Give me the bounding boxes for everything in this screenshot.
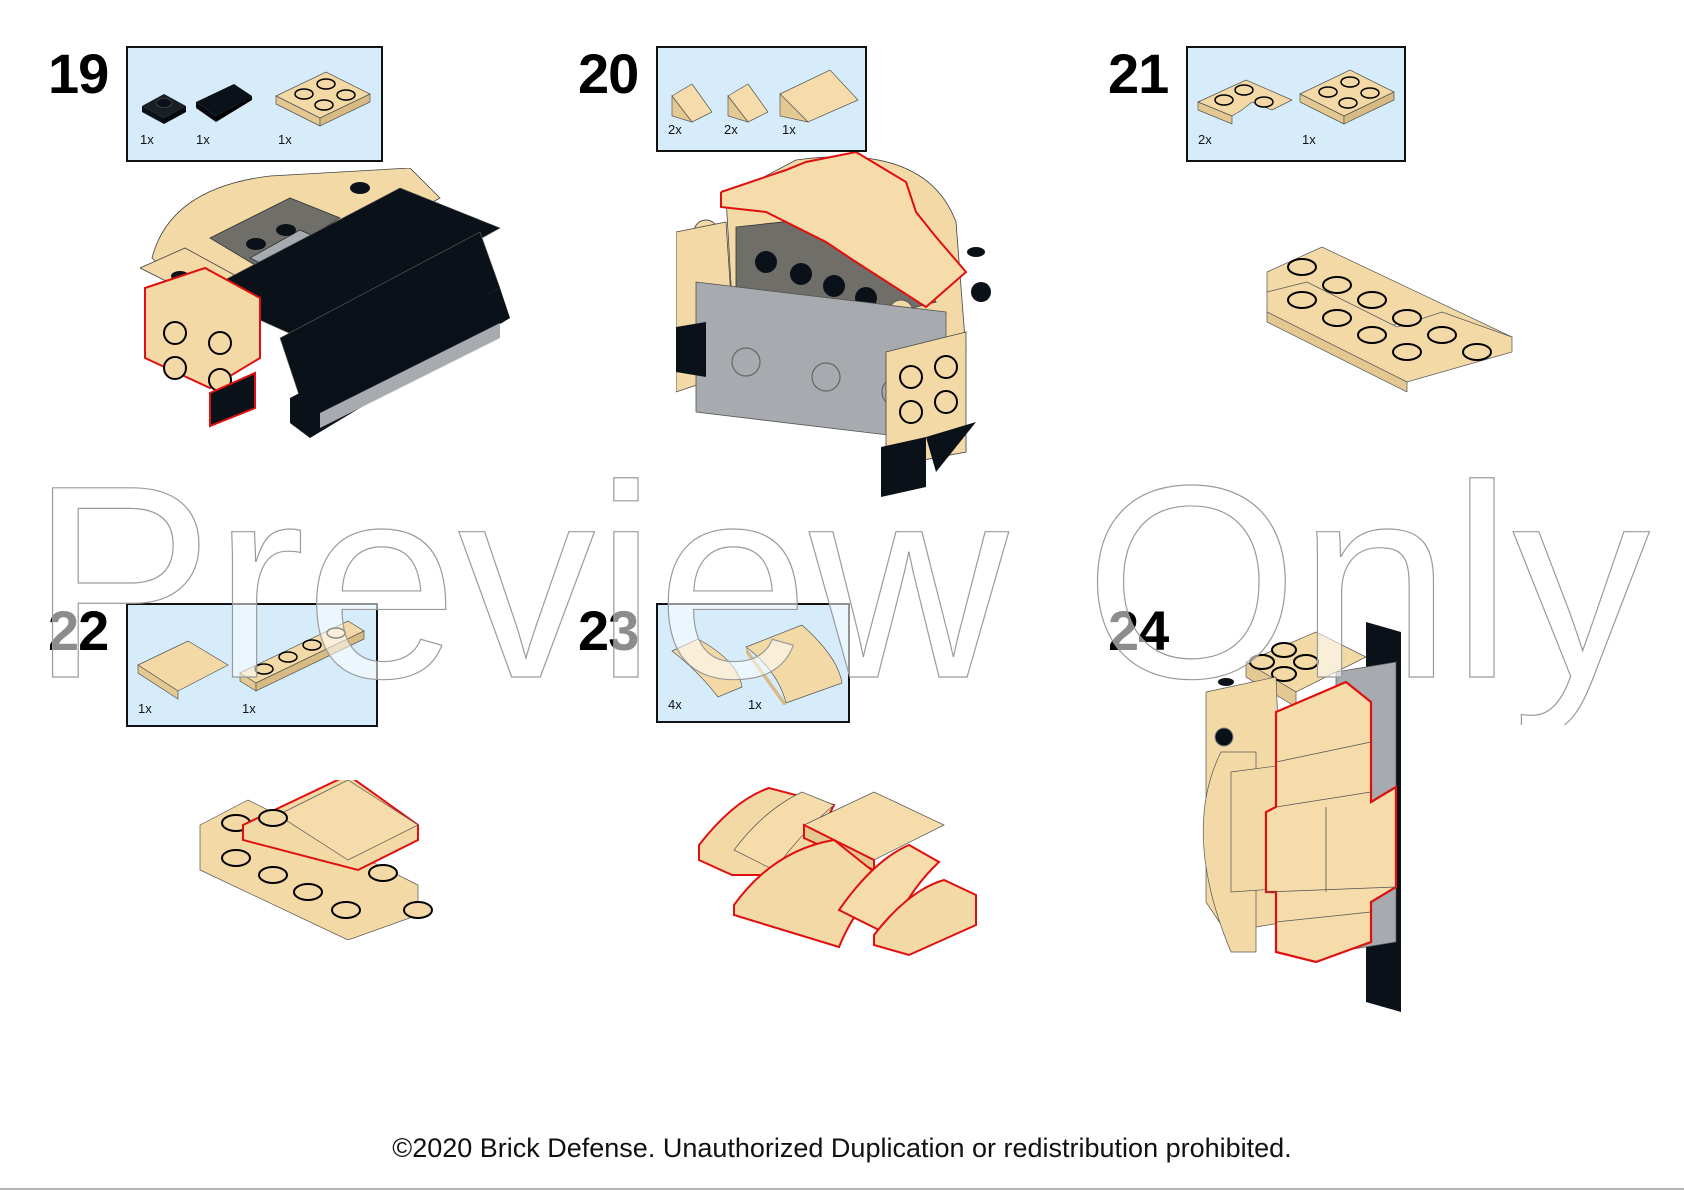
bottom-divider <box>0 1188 1684 1190</box>
parts-callout: 4x 1x <box>656 603 850 723</box>
part-qty: 2x <box>668 122 682 137</box>
parts-callout: 1x 1x <box>126 603 378 727</box>
step-number: 20 <box>578 42 639 105</box>
tan-curved-slope-icon <box>671 638 743 698</box>
step-number: 23 <box>578 599 639 662</box>
part-qty: 4x <box>668 697 682 712</box>
tan-1x1-slope-icon <box>671 83 713 123</box>
tan-2x2-tile-icon <box>137 640 229 700</box>
step-23-assembly-illustration <box>698 786 977 957</box>
tan-1x4-plate-icon <box>239 620 365 692</box>
tan-2x2-curved-slope-icon <box>745 624 843 705</box>
step-number: 24 <box>1108 599 1169 662</box>
part-qty: 1x <box>138 701 152 716</box>
step-number: 22 <box>48 599 109 662</box>
tan-corner-plate-icon <box>1197 79 1293 125</box>
part-qty: 1x <box>1302 132 1316 147</box>
part-qty: 2x <box>1198 132 1212 147</box>
part-qty: 1x <box>140 132 154 147</box>
part-qty: 1x <box>748 697 762 712</box>
part-qty: 1x <box>242 701 256 716</box>
parts-callout: 1x 1x 1x <box>126 46 383 162</box>
parts-callout: 2x 2x 1x <box>656 46 867 152</box>
part-qty: 1x <box>196 132 210 147</box>
black-1x1-plate-icon <box>142 94 186 124</box>
part-qty: 1x <box>782 122 796 137</box>
step-number: 21 <box>1108 42 1169 105</box>
tan-2x2-plate-icon <box>1299 69 1395 125</box>
step-22-assembly-illustration <box>199 780 433 940</box>
step-21-assembly-illustration <box>1266 246 1513 392</box>
tan-1x1-slope-icon <box>727 83 769 123</box>
part-qty: 2x <box>724 122 738 137</box>
step-20-assembly-illustration <box>676 152 991 497</box>
tan-2x2-plate-icon <box>275 71 371 127</box>
step-number: 19 <box>48 42 109 105</box>
parts-callout: 2x 1x <box>1186 46 1406 162</box>
step-19-assembly-illustration <box>140 168 510 438</box>
part-qty: 1x <box>278 132 292 147</box>
tan-1x2-slope-icon <box>779 69 859 123</box>
step-24-assembly-illustration <box>1202 622 1401 1012</box>
copyright-footer: ©2020 Brick Defense. Unauthorized Duplic… <box>392 1133 1292 1163</box>
black-slope-icon <box>196 84 252 122</box>
